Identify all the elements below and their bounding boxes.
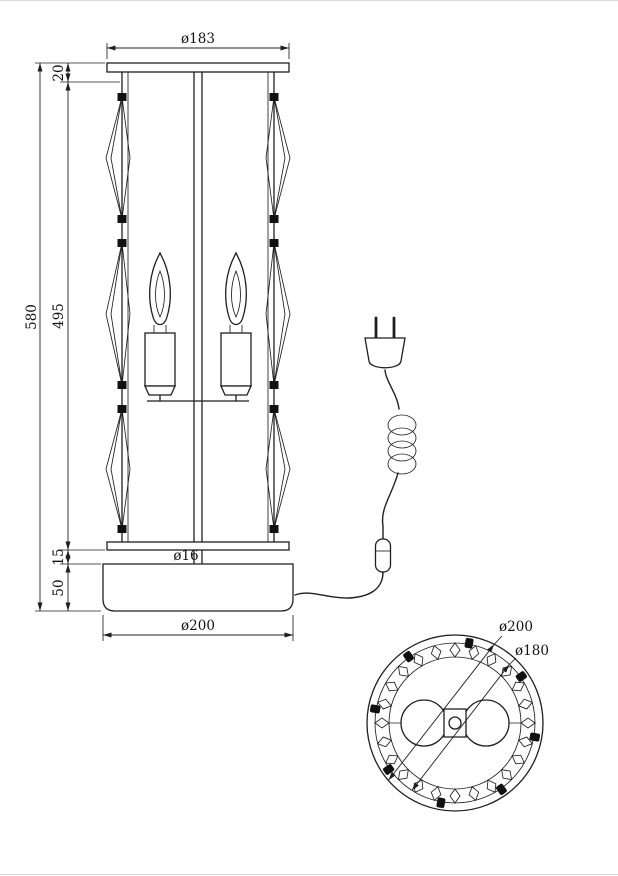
left-crystal-panel xyxy=(105,96,131,530)
front-dimensions: ø183 580 20 495 15 50 ø16 xyxy=(24,31,294,641)
neck-stem xyxy=(193,550,203,564)
left-candle-bulb xyxy=(143,251,177,401)
dim-top-inset-label: 20 xyxy=(51,64,67,81)
lamp-base xyxy=(102,563,294,612)
dim-total-height: 580 xyxy=(24,63,43,611)
plan-outer-diameter-label: ø200 xyxy=(499,619,533,635)
cable-coil xyxy=(387,414,417,475)
dim-base-diameter: ø200 xyxy=(102,615,294,641)
dim-neck-height-label: 15 xyxy=(51,548,67,565)
dim-base-diameter-label: ø200 xyxy=(181,618,215,634)
dim-stem-diameter-label: ø16 xyxy=(173,548,198,564)
cable-lower xyxy=(294,571,384,599)
right-crystal-panel xyxy=(265,96,291,530)
power-plug xyxy=(364,316,406,369)
dim-top-diameter: ø183 xyxy=(106,31,290,59)
top-view: ø200 ø180 xyxy=(366,619,549,812)
power-cord-assembly xyxy=(294,316,417,599)
dim-base-height-label: 50 xyxy=(51,579,67,596)
front-view xyxy=(102,62,294,612)
bottom-plate xyxy=(106,541,290,551)
cable-upper xyxy=(384,369,400,410)
right-candle-bulb xyxy=(219,251,253,401)
cable-middle xyxy=(381,472,399,540)
dim-chain: 20 495 15 50 xyxy=(51,63,71,611)
dim-total-height-label: 580 xyxy=(24,304,40,330)
plan-bulbs xyxy=(389,699,521,747)
plan-crystal-ring-diameter-label: ø180 xyxy=(515,643,549,659)
inline-switch xyxy=(374,538,392,573)
crystal-clips xyxy=(117,93,279,533)
top-plate xyxy=(106,62,290,73)
center-stem xyxy=(193,72,203,542)
dim-top-diameter-label: ø183 xyxy=(181,31,215,47)
dim-shade-height-label: 495 xyxy=(51,303,67,329)
plan-outer-circle xyxy=(366,634,544,812)
plan-dimensions: ø200 ø180 xyxy=(388,619,549,791)
shade-frame xyxy=(121,72,275,542)
